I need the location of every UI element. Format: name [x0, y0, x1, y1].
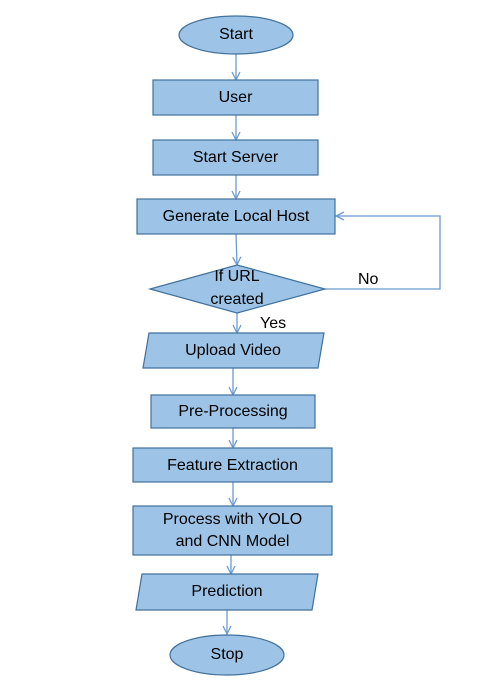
user-label: User: [219, 89, 253, 106]
start-label: Start: [219, 26, 253, 43]
node-prediction: Prediction: [135, 573, 319, 611]
process-yolo-cnn-label-line1: Process with YOLO: [163, 511, 302, 528]
node-generate-local-host: Generate Local Host: [136, 198, 336, 235]
node-if-url-created: If URL created: [147, 264, 328, 314]
pre-processing-process-box: [150, 394, 316, 429]
node-feature-extraction: Feature Extraction: [132, 447, 333, 483]
feature-extraction-label: Feature Extraction: [167, 457, 298, 474]
connectors: [227, 54, 441, 633]
process-yolo-cnn-label-line2: and CNN Model: [176, 533, 290, 550]
prediction-label: Prediction: [191, 583, 262, 600]
pre-processing-label: Pre-Processing: [178, 403, 287, 420]
decision-label-line2: created: [210, 291, 263, 308]
decision-diamond: [147, 264, 328, 314]
node-stop: Stop: [169, 634, 285, 676]
edge-label-yes: Yes: [260, 315, 286, 332]
node-pre-processing: Pre-Processing: [150, 394, 316, 429]
start-server-label: Start Server: [193, 149, 279, 166]
node-start-server: Start Server: [152, 139, 319, 176]
edge-generate-local-host-to-decision: [236, 233, 237, 264]
edge-decision-no-loop: [325, 216, 441, 290]
stop-terminator-shape: [169, 634, 285, 676]
edge-label-no: No: [358, 271, 379, 288]
upload-video-label: Upload Video: [185, 342, 281, 359]
process-yolo-cnn-process-box: [132, 505, 333, 556]
generate-local-host-process-box: [136, 198, 336, 235]
start-terminator-shape: [178, 15, 294, 55]
generate-local-host-label: Generate Local Host: [163, 208, 310, 225]
decision-label-line1: If URL: [214, 268, 259, 285]
node-start: Start: [178, 15, 294, 55]
prediction-io-shape: [135, 573, 319, 611]
node-upload-video: Upload Video: [142, 332, 325, 369]
start-server-process-box: [152, 139, 319, 176]
node-user: User: [152, 79, 319, 116]
feature-extraction-process-box: [132, 447, 333, 483]
stop-label: Stop: [211, 646, 244, 663]
user-process-box: [152, 79, 319, 116]
node-process-yolo-cnn: Process with YOLO and CNN Model: [132, 505, 333, 556]
upload-video-io-shape: [142, 332, 325, 369]
